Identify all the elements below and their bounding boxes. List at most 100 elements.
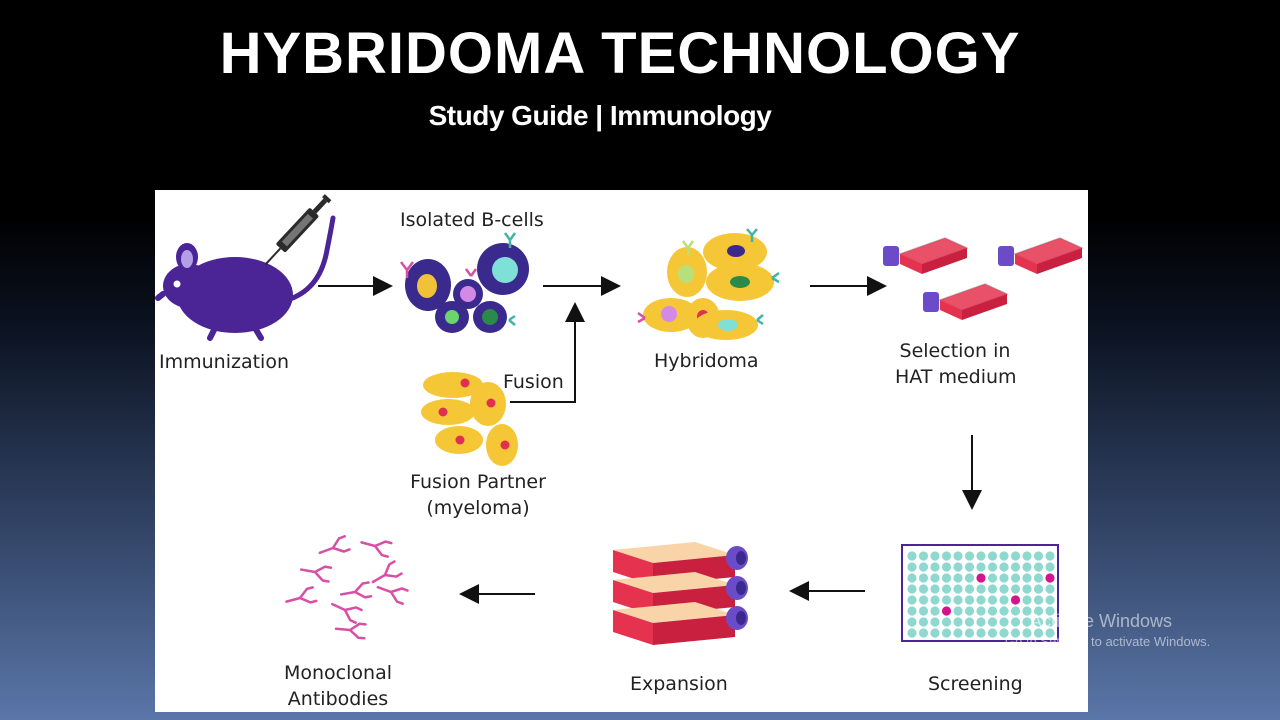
well [907,617,917,627]
well [976,573,986,583]
hybridoma-cells-icon [637,228,780,340]
label-isolated-b-cells: Isolated B-cells [400,209,544,231]
well [964,573,975,583]
well [918,617,929,627]
well [1033,551,1044,561]
label-immunization: Immunization [159,351,289,373]
activate-windows-hint[interactable]: Go to Settings to activate Windows. [1005,634,1211,649]
well [964,551,975,561]
label-selection: Selection in HAT medium [895,338,1017,390]
well [1033,573,1044,583]
well [941,562,952,572]
well [918,584,929,594]
well [1010,617,1021,627]
well [999,551,1009,561]
label-fusion-partner-line2: (myeloma) [426,497,530,519]
well [1022,628,1032,638]
page-subtitle: Study Guide | Immunology [428,100,772,131]
well [987,551,998,561]
well [976,562,986,572]
well [907,584,917,594]
well [976,551,986,561]
well [1010,595,1021,605]
label-fusion-partner-line1: Fusion Partner [410,471,546,493]
antibody-icon [376,585,409,605]
antibodies-icon [285,535,409,640]
well [907,606,917,616]
well [1022,595,1032,605]
well [987,595,998,605]
antibody-icon [339,581,373,599]
well [1033,628,1044,638]
well [964,628,975,638]
well [941,573,952,583]
well [953,551,963,561]
well [918,606,929,616]
syringe-icon [264,194,332,266]
well [987,573,998,583]
well [941,551,952,561]
well [1010,606,1021,616]
diagram-panel: Immunization Isolated B-cells Fusion Fus… [155,190,1088,712]
well [1033,595,1044,605]
label-hybridoma: Hybridoma [654,350,759,372]
well [930,584,940,594]
label-selection-line1: Selection in [899,340,1011,362]
mouse-icon [155,215,336,341]
well [1045,551,1055,561]
well [918,573,929,583]
well [930,573,940,583]
myeloma-cells-icon [421,372,518,466]
well [999,573,1009,583]
well [999,617,1009,627]
well [1045,628,1055,638]
well [999,628,1009,638]
well [987,606,998,616]
well [987,562,998,572]
antibody-icon [334,622,367,640]
well [999,606,1009,616]
well [1022,617,1032,627]
well [918,562,929,572]
well [1033,584,1044,594]
well [1045,595,1055,605]
well [1045,617,1055,627]
well [999,595,1009,605]
flask-icon [998,237,1084,274]
well [907,562,917,572]
well [1010,584,1021,594]
screening-plate-icon [901,544,1059,642]
activate-windows-title: Activate Windows [1030,611,1173,631]
antibody-icon [285,586,318,604]
well [1010,562,1021,572]
well [987,617,998,627]
antibody-icon [331,602,363,624]
well [907,551,917,561]
well [1022,606,1032,616]
b-cells-icon [400,232,529,333]
well [930,562,940,572]
well [953,584,963,594]
well [999,562,1009,572]
well [964,584,975,594]
label-screening: Screening [928,673,1023,695]
well [941,595,952,605]
well [907,628,917,638]
antibody-icon [318,535,351,555]
well [1022,584,1032,594]
well [976,628,986,638]
page-title: HYBRIDOMA TECHNOLOGY [219,21,1021,86]
well [907,595,917,605]
well [1022,562,1032,572]
well [1022,573,1032,583]
antibody-icon [371,560,403,584]
well [1045,573,1055,583]
well [953,595,963,605]
well [918,595,929,605]
well [976,617,986,627]
well [953,617,963,627]
well [987,628,998,638]
well [930,551,940,561]
well [976,595,986,605]
expansion-flasks-icon [613,542,748,645]
